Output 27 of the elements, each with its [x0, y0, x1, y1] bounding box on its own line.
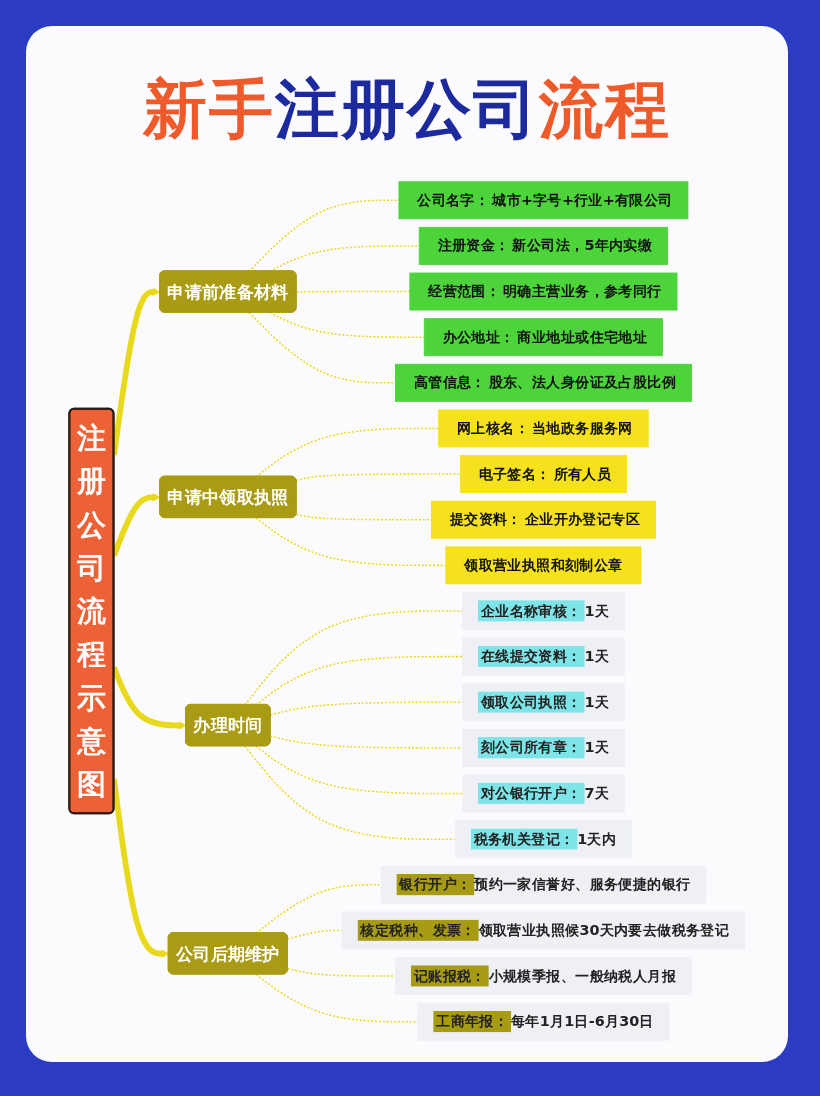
- connector: [244, 610, 464, 706]
- node-box: 银行开户： 预约一家信誉好、服务便捷的银行: [380, 865, 707, 904]
- node-box: 核定税种、发票： 领取营业执照候30天内要去做税务登记: [341, 911, 746, 950]
- arrow: [111, 287, 161, 456]
- connector: [255, 745, 464, 795]
- node-box: 工商年报： 每年1月1日-6月30日: [417, 1002, 670, 1041]
- connector: [295, 473, 462, 482]
- node-box: 高管信息： 股东、法人身份证及占股比例: [395, 363, 692, 402]
- connector: [287, 929, 343, 940]
- node-box: 办公地址： 商业地址或住宅地址: [423, 318, 664, 357]
- node-box: 电子签名： 所有人员: [459, 455, 627, 494]
- node-box: 领取公司执照： 1天: [462, 683, 625, 722]
- node-box: 税务机关登记： 1天内: [454, 820, 633, 859]
- node-box: 网上核名： 当地政务服务网: [438, 409, 649, 448]
- node-box: 注册资金： 新公司法，5年内实缴: [418, 226, 669, 265]
- connector: [255, 655, 464, 706]
- node-box: 经营范围： 明确主营业务，参考同行: [409, 272, 678, 311]
- node-box: 提交资料： 企业开办登记专区: [431, 500, 656, 539]
- connector: [255, 427, 440, 478]
- node-box: 对公银行开户： 7天: [462, 774, 625, 813]
- node-box: 领取营业执照和刻制公章: [445, 546, 642, 585]
- node-box: 公司名字： 城市+字号+行业+有限公司: [398, 181, 689, 220]
- node-box: 记账报税： 小规模季报、一般纳税人月报: [395, 957, 692, 996]
- node-box: 在线提交资料： 1天: [462, 637, 625, 676]
- node-box: 刻公司所有章： 1天: [462, 728, 625, 767]
- connector: [244, 745, 457, 840]
- node-box: 企业名称审核： 1天: [462, 592, 625, 630]
